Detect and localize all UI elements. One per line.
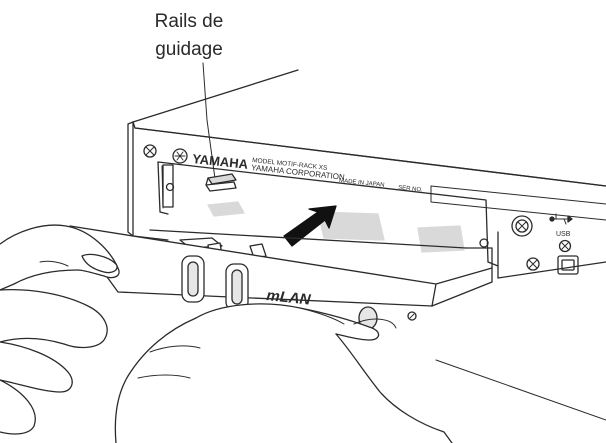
screw-bottom-right-icon xyxy=(526,257,540,271)
mlan-logo: mLAN xyxy=(266,287,313,309)
callout-line-2: guidage xyxy=(155,39,223,60)
ground-screw-icon xyxy=(511,215,533,237)
yamaha-logo-icon xyxy=(172,148,188,164)
usb-port xyxy=(557,255,579,275)
callout-line-1: Rails de xyxy=(154,11,224,32)
serial-label: SER NO. xyxy=(398,185,423,194)
brand-name: YAMAHA xyxy=(192,151,250,172)
usb-screw-icon xyxy=(558,239,572,253)
card-slot xyxy=(157,161,499,267)
right-hand xyxy=(114,303,453,443)
usb-symbol-icon xyxy=(549,213,573,225)
left-hand xyxy=(0,224,120,435)
slot-shade-1 xyxy=(207,201,245,217)
guide-rail xyxy=(205,173,237,192)
cable-line xyxy=(435,359,606,421)
screw-top-left-icon xyxy=(143,144,157,158)
guide-rails-callout: Rails de guidage xyxy=(134,8,244,64)
origin-text: MADE IN JAPAN xyxy=(339,178,385,189)
rack-unit xyxy=(127,69,606,279)
insert-direction-arrow xyxy=(283,205,337,247)
usb-label: USB xyxy=(556,231,571,238)
mlan-port-1 xyxy=(181,255,205,303)
mlan-port-2 xyxy=(225,263,249,311)
callout-leader-line xyxy=(202,62,217,187)
serial-number-box xyxy=(430,185,606,221)
slot-shade-2 xyxy=(317,211,385,241)
